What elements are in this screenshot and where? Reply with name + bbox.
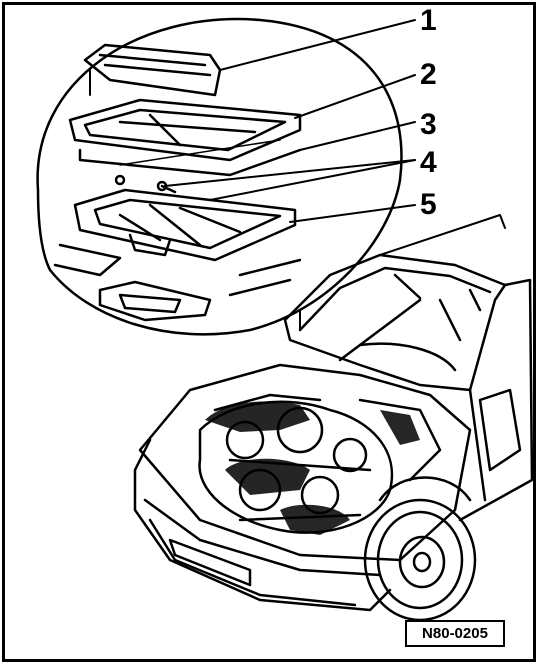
callout-5: 5: [420, 188, 437, 221]
callout-2: 2: [420, 58, 437, 91]
car-front: [133, 438, 392, 612]
callout-3: 3: [420, 108, 437, 141]
figure-reference-code: N80-0205: [405, 620, 505, 647]
callout-4: 4: [420, 146, 437, 179]
engine-shading: [205, 401, 420, 535]
detail-car-body: [53, 243, 302, 322]
leader-lines: [164, 19, 416, 223]
part-3-filter-element: [78, 139, 302, 177]
car-windshield: [283, 253, 507, 392]
hood-prop: [299, 214, 506, 331]
car-side: [458, 278, 534, 522]
part-5-lower-housing: [73, 188, 297, 262]
part-1-cover-strip: [83, 43, 222, 97]
part-2-upper-frame: [68, 98, 302, 162]
callout-1: 1: [420, 4, 437, 37]
